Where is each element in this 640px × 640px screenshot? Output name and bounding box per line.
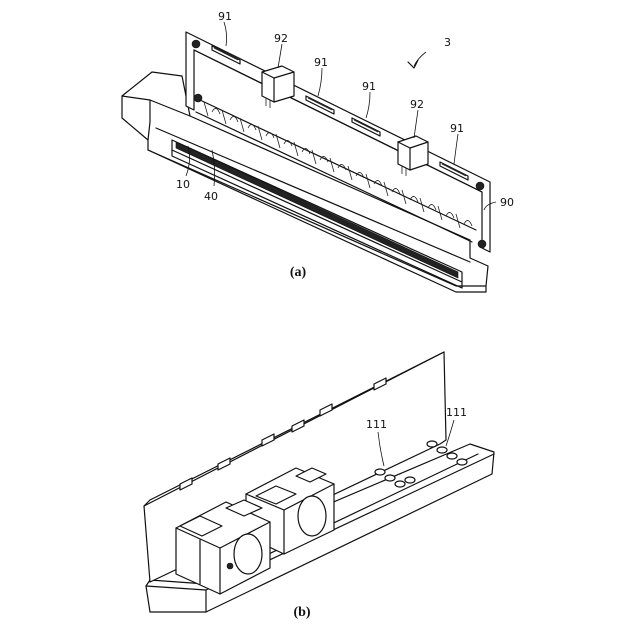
relay-92-2 [398,136,428,176]
mount-hole [476,182,484,190]
label-92: 92 [274,32,288,45]
mount-hole [478,240,486,248]
label-91: 91 [450,122,464,135]
mount-hole [192,40,200,48]
label-91: 91 [218,10,232,23]
label-40: 40 [204,190,218,203]
relay-92-1 [262,66,294,108]
label-90: 90 [500,196,514,209]
caption-b: (b) [293,605,310,620]
label-91: 91 [362,80,376,93]
figure-b: 111 111 (b) [144,352,494,620]
caption-a: (a) [290,265,307,280]
figure-a: 91 92 91 91 92 91 3 10 40 90 (a) [122,10,514,292]
label-111: 111 [446,406,467,419]
label-92: 92 [410,98,424,111]
label-91: 91 [314,56,328,69]
label-3: 3 [444,36,451,49]
label-111: 111 [366,418,387,431]
label-10: 10 [176,178,190,191]
